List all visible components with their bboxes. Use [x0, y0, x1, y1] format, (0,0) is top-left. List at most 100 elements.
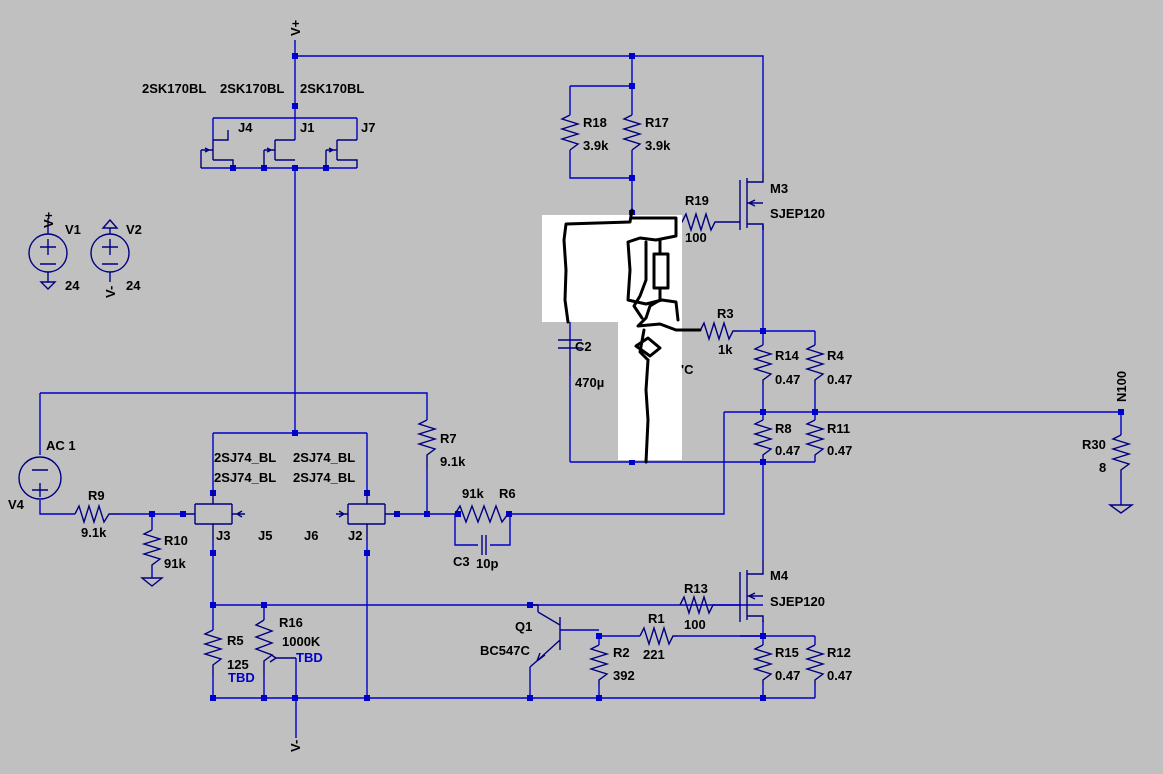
label-r18-val: 3.9k [583, 138, 609, 153]
label-r9: R9 [88, 488, 105, 503]
label-r30-val: 8 [1099, 460, 1106, 475]
label-r3: R3 [717, 306, 734, 321]
resistor-r16 [254, 619, 296, 675]
label-vminus-bot: V- [288, 740, 303, 752]
label-r17-val: 3.9k [645, 138, 671, 153]
label-r6: R6 [499, 486, 516, 501]
label-j1-model: 2SK170BL [220, 81, 284, 96]
label-r11: R11 [827, 421, 850, 436]
resistor-r18 [559, 114, 581, 151]
label-r19-val: 100 [685, 230, 707, 245]
label-r13-val: 100 [684, 617, 706, 632]
label-r11-val: 0.47 [827, 443, 852, 458]
mosfet-m4 [739, 560, 764, 622]
label-m4-model: SJEP120 [770, 594, 825, 609]
label-frag-c: 'C [681, 362, 694, 377]
source-v1 [28, 218, 68, 290]
label-tbd1: TBD [228, 670, 255, 685]
label-j5: J5 [258, 528, 272, 543]
resistor-r2 [588, 644, 610, 685]
resistor-r5 [202, 629, 224, 675]
mosfets [739, 170, 764, 622]
label-j4-model: 2SK170BL [142, 81, 206, 96]
label-m3: M3 [770, 181, 788, 196]
source-ac1 [18, 456, 62, 500]
label-c3-val: 10p [476, 556, 498, 571]
bjt-q1 [529, 604, 561, 668]
label-r5: R5 [227, 633, 244, 648]
label-v1-net: V+ [41, 211, 56, 228]
label-r19: R19 [685, 193, 709, 208]
resistor-r17 [621, 114, 643, 151]
label-n100: N100 [1114, 371, 1129, 402]
label-c3: C3 [453, 554, 470, 569]
label-vplus-top: V+ [288, 19, 303, 36]
label-j7: J7 [361, 120, 375, 135]
label-r8: R8 [775, 421, 792, 436]
label-r1: R1 [648, 611, 665, 626]
label-q1: Q1 [515, 619, 532, 634]
label-v2: V2 [126, 222, 142, 237]
label-r16-val: 1000K [282, 634, 321, 649]
resistor-r3 [699, 320, 740, 342]
label-r2: R2 [613, 645, 630, 660]
resistors [74, 114, 1132, 685]
resistor-r11 [804, 419, 826, 458]
label-q1-model: BC547C [480, 643, 530, 658]
ground-r10 [140, 577, 164, 587]
label-r17: R17 [645, 115, 669, 130]
label-c2: C2 [575, 339, 592, 354]
label-r5-val: 125 [227, 657, 249, 672]
resistor-r15 [752, 644, 774, 685]
label-j2-model1: 2SJ74_BL [293, 450, 355, 465]
resistor-r7 [416, 419, 438, 470]
resistor-r13 [679, 594, 715, 616]
label-r10: R10 [164, 533, 188, 548]
jfets-top [200, 130, 358, 168]
label-j7-model: 2SK170BL [300, 81, 364, 96]
resistor-r14 [752, 344, 774, 385]
label-j4: J4 [238, 120, 253, 135]
label-j3-model2: 2SJ74_BL [214, 470, 276, 485]
jfet-j1 [263, 139, 295, 168]
mosfet-m3 [739, 170, 764, 230]
label-r3-val: 1k [718, 342, 733, 357]
label-r16: R16 [279, 615, 303, 630]
sources [18, 218, 130, 500]
resistor-r19 [678, 211, 740, 233]
label-r12: R12 [827, 645, 851, 660]
label-r4: R4 [827, 348, 844, 363]
label-j2: J2 [348, 528, 362, 543]
label-j6: J6 [304, 528, 318, 543]
label-tbd2: TBD [296, 650, 323, 665]
label-j3: J3 [216, 528, 230, 543]
label-v2-val: 24 [126, 278, 141, 293]
resistor-r9 [74, 503, 120, 525]
label-r15: R15 [775, 645, 799, 660]
label-r7: R7 [440, 431, 457, 446]
label-m3-model: SJEP120 [770, 206, 825, 221]
capacitors [481, 339, 582, 555]
label-r8-val: 0.47 [775, 443, 800, 458]
label-r2-val: 392 [613, 668, 635, 683]
label-r6-val: 91k [462, 486, 484, 501]
label-j2-model2: 2SJ74_BL [293, 470, 355, 485]
label-j3-model1: 2SJ74_BL [214, 450, 276, 465]
label-c2-val: 470µ [575, 375, 604, 390]
label-r30: R30 [1082, 437, 1106, 452]
jfet-j3 [185, 490, 214, 540]
label-r14: R14 [775, 348, 800, 363]
label-ac1: AC 1 [46, 438, 76, 453]
label-m4: M4 [770, 568, 789, 583]
scribble-overlay [542, 208, 702, 464]
capacitor-c2 [558, 339, 582, 375]
jfet-j5 [213, 503, 245, 525]
label-r7-val: 9.1k [440, 454, 466, 469]
ground-r30 [1107, 504, 1135, 514]
label-r12-val: 0.47 [827, 668, 852, 683]
resistor-r12 [804, 644, 826, 685]
jfet-j2 [366, 490, 397, 540]
label-r4-val: 0.47 [827, 372, 852, 387]
